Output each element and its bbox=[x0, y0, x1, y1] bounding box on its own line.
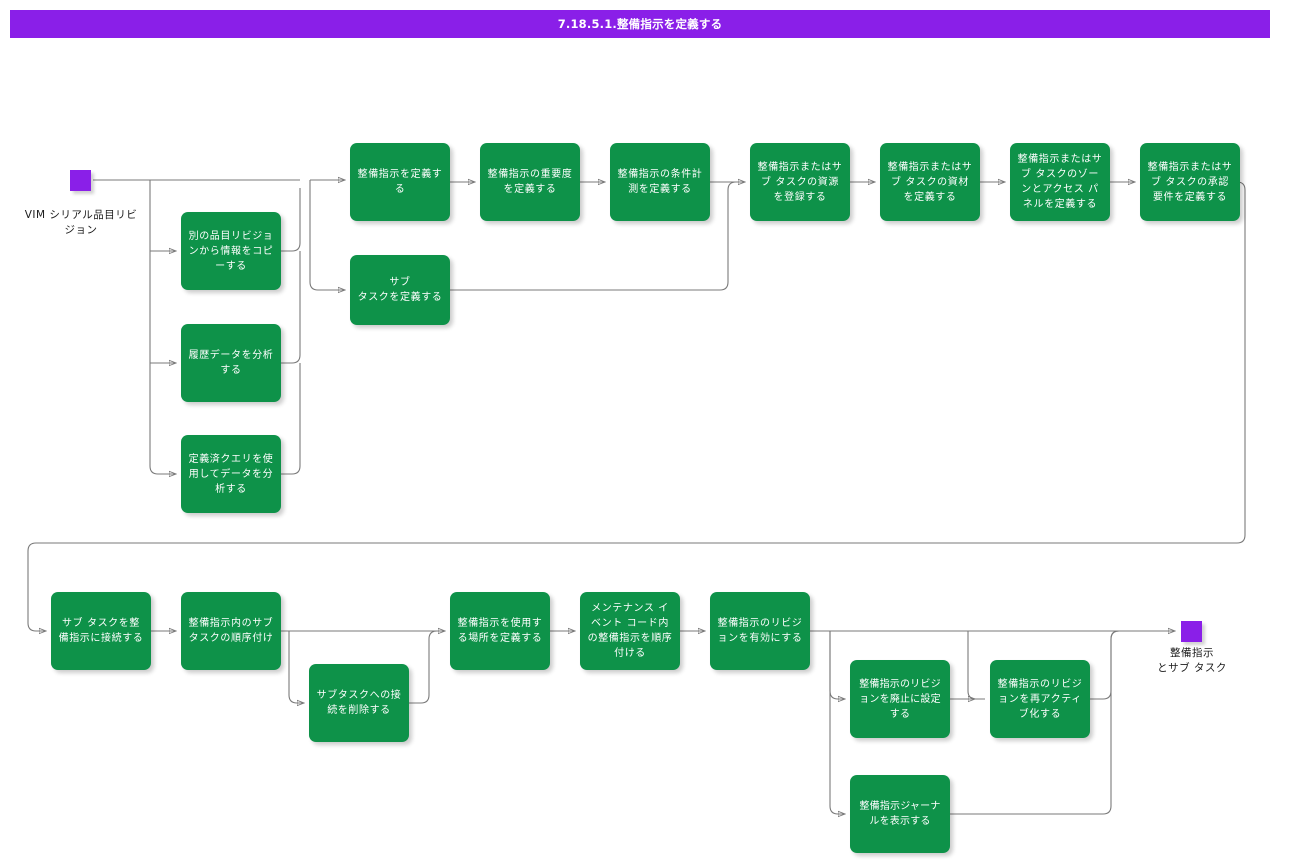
node-label: 整備指示の重要度を定義する bbox=[487, 169, 573, 195]
node-order-subtasks-in-instruction[interactable]: 整備指示内のサブタスクの順序付け bbox=[181, 592, 281, 670]
node-label: サブ タスクを定義する bbox=[357, 277, 443, 303]
end-terminator-label: 整備指示 とサブ タスク bbox=[1157, 647, 1227, 674]
node-label: 整備指示またはサブ タスクのゾーンとアクセス パネルを定義する bbox=[1017, 154, 1103, 210]
edge-order-subtasks-to-delete-connection bbox=[288, 631, 304, 703]
node-label: 履歴データを分析する bbox=[188, 350, 274, 376]
window-title-bar: 7.18.5.1.整備指示を定義する bbox=[10, 10, 1270, 38]
node-order-instructions-in-event-code[interactable]: メンテナンス イベント コード内の整備指示を順序付ける bbox=[580, 592, 680, 670]
start-terminator[interactable] bbox=[70, 170, 91, 191]
edge-trunk-to-reactivate bbox=[967, 631, 985, 700]
node-label: 整備指示のリビジョンを廃止に設定する bbox=[859, 678, 941, 720]
node-show-instruction-journal[interactable]: 整備指示ジャーナルを表示する bbox=[850, 775, 950, 853]
node-label: 定義済クエリを使用してデータを分析する bbox=[188, 453, 274, 495]
node-label: 別の品目リビジョンから情報をコピーする bbox=[188, 230, 274, 272]
node-register-resources[interactable]: 整備指示またはサブ タスクの資源を登録する bbox=[750, 143, 850, 221]
node-analyze-with-predefined-query[interactable]: 定義済クエリを使用してデータを分析する bbox=[181, 435, 281, 513]
node-define-instruction-priority[interactable]: 整備指示の重要度を定義する bbox=[480, 143, 580, 221]
node-set-revision-obsolete[interactable]: 整備指示のリビジョンを廃止に設定する bbox=[850, 660, 950, 738]
node-label: 整備指示のリビジョンを有効にする bbox=[717, 618, 803, 644]
node-connect-subtask-to-instruction[interactable]: サブ タスクを整備指示に接続する bbox=[51, 592, 151, 670]
node-define-zone-access-panel[interactable]: 整備指示またはサブ タスクのゾーンとアクセス パネルを定義する bbox=[1010, 143, 1110, 221]
page-title: 7.18.5.1.整備指示を定義する bbox=[557, 17, 723, 31]
node-analyze-history-data[interactable]: 履歴データを分析する bbox=[181, 324, 281, 402]
node-define-subtask[interactable]: サブ タスクを定義する bbox=[350, 255, 450, 325]
node-define-usage-location[interactable]: 整備指示を使用する場所を定義する bbox=[450, 592, 550, 670]
edge-activate-to-journal bbox=[829, 631, 845, 814]
node-label: 整備指示またはサブ タスクの承認要件を定義する bbox=[1147, 161, 1233, 203]
edge-query-analysis-merge bbox=[281, 363, 301, 475]
node-activate-revision[interactable]: 整備指示のリビジョンを有効にする bbox=[710, 592, 810, 670]
node-copy-from-other-revision[interactable]: 別の品目リビジョンから情報をコピーする bbox=[181, 212, 281, 290]
node-label: 整備指示内のサブタスクの順序付け bbox=[188, 618, 274, 644]
node-label: 整備指示またはサブ タスクの資材を定義する bbox=[887, 161, 973, 203]
node-label: サブタスクへの接続を削除する bbox=[316, 690, 402, 716]
node-label: 整備指示のリビジョンを再アクティブ化する bbox=[997, 678, 1083, 720]
node-label: 整備指示を定義する bbox=[357, 169, 443, 195]
node-label: 整備指示の条件計測を定義する bbox=[617, 169, 703, 195]
edge-delete-connection-merge bbox=[409, 631, 445, 704]
node-define-approval-requirements[interactable]: 整備指示またはサブ タスクの承認要件を定義する bbox=[1140, 143, 1240, 221]
node-label: 整備指示またはサブ タスクの資源を登録する bbox=[757, 161, 843, 203]
node-label: サブ タスクを整備指示に接続する bbox=[58, 618, 144, 644]
node-label: 整備指示ジャーナルを表示する bbox=[859, 801, 941, 827]
edge-history-analysis-merge bbox=[281, 251, 301, 364]
node-delete-subtask-connection[interactable]: サブタスクへの接続を削除する bbox=[309, 664, 409, 742]
node-reactivate-revision[interactable]: 整備指示のリビジョンを再アクティブ化する bbox=[990, 660, 1090, 738]
start-terminator-label: VIM シリアル品目リビジョン bbox=[24, 209, 138, 236]
node-define-condition-measurement[interactable]: 整備指示の条件計測を定義する bbox=[610, 143, 710, 221]
edge-reactivate-merge bbox=[1090, 630, 1130, 700]
edge-copy-revision-merge bbox=[281, 188, 301, 252]
node-label: 整備指示を使用する場所を定義する bbox=[457, 618, 543, 644]
node-define-materials[interactable]: 整備指示またはサブ タスクの資材を定義する bbox=[880, 143, 980, 221]
node-label: メンテナンス イベント コード内の整備指示を順序付ける bbox=[587, 603, 673, 659]
edge-trunk-to-query-analysis bbox=[149, 180, 176, 474]
node-define-maintenance-instruction[interactable]: 整備指示を定義する bbox=[350, 143, 450, 221]
end-terminator[interactable] bbox=[1181, 621, 1202, 642]
edge-trunk-to-define-subtask bbox=[309, 180, 345, 290]
edge-activate-to-obsolete bbox=[829, 631, 845, 699]
